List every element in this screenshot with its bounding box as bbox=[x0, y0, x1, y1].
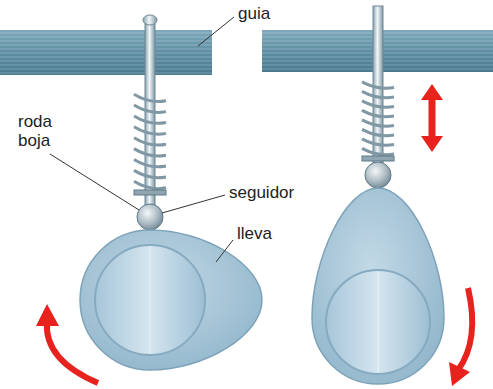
roller-wheel bbox=[365, 162, 391, 188]
rotation-arrow bbox=[47, 322, 98, 383]
leader-line bbox=[50, 154, 139, 210]
spring-coil bbox=[134, 94, 166, 101]
spring-coil bbox=[362, 129, 394, 135]
spring-washer bbox=[134, 190, 166, 195]
part-label: lleva bbox=[237, 224, 272, 243]
leader-line bbox=[162, 195, 225, 213]
motion-arrow bbox=[429, 96, 436, 140]
arrow-head bbox=[449, 362, 470, 386]
spring-coil bbox=[134, 116, 166, 123]
spring-coil bbox=[134, 181, 166, 188]
spring-coil bbox=[362, 101, 394, 107]
roller-wheel bbox=[137, 204, 163, 230]
spring bbox=[362, 82, 394, 155]
spring-coil bbox=[362, 148, 394, 154]
part-label: guia bbox=[238, 4, 270, 23]
spring-coil bbox=[362, 139, 394, 145]
spring-coil bbox=[134, 138, 166, 145]
leader-line bbox=[198, 17, 234, 46]
cam-hub bbox=[95, 245, 205, 355]
cam-hub bbox=[326, 270, 430, 374]
rod-knob bbox=[143, 15, 157, 25]
spring-coil bbox=[362, 91, 394, 97]
cam bbox=[80, 230, 262, 370]
cam bbox=[312, 188, 444, 384]
spring-coil bbox=[134, 149, 166, 156]
part-label: roda boja bbox=[18, 112, 70, 150]
arrow-head bbox=[421, 84, 443, 100]
arrow-head bbox=[421, 136, 443, 152]
rotation-arrow bbox=[458, 288, 472, 370]
spring-coil bbox=[362, 82, 394, 88]
hub-highlight bbox=[149, 246, 151, 354]
spring-coil bbox=[134, 127, 166, 134]
spring-coil bbox=[134, 170, 166, 177]
spring-coil bbox=[134, 160, 166, 167]
guide-plate bbox=[0, 30, 212, 75]
follower-rod bbox=[145, 20, 155, 208]
arrow-head bbox=[36, 304, 59, 326]
guide-plate-texture bbox=[0, 30, 212, 75]
hub-highlight bbox=[377, 272, 379, 372]
spring-washer bbox=[362, 156, 394, 161]
spring-coil bbox=[362, 110, 394, 116]
spring bbox=[134, 94, 166, 188]
spring-coil bbox=[134, 105, 166, 112]
part-label: seguidor bbox=[229, 183, 294, 202]
leader-line bbox=[216, 240, 233, 262]
spring-coil bbox=[362, 120, 394, 126]
